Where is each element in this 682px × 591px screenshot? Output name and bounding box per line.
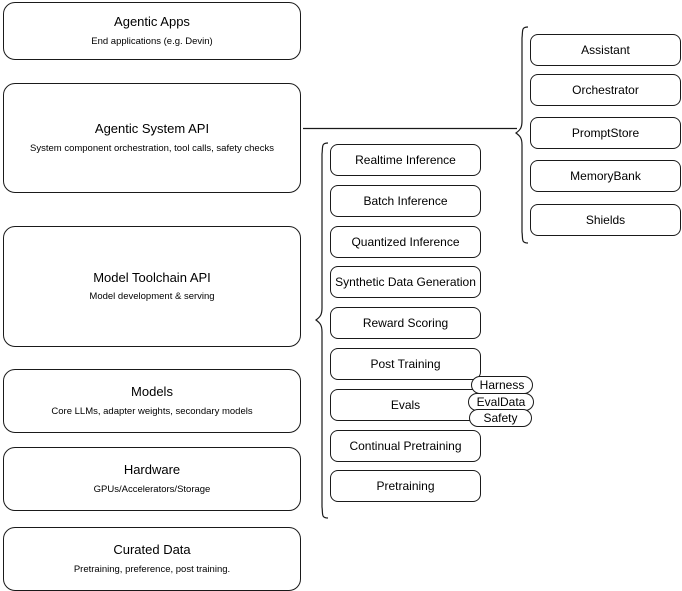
capability-label: Reward Scoring: [362, 315, 449, 330]
component-label: Shields: [585, 212, 626, 227]
layer-box-models[interactable]: Models Core LLMs, adapter weights, secon…: [3, 369, 301, 433]
capability-box-batch-inference[interactable]: Batch Inference: [330, 185, 481, 217]
component-label: MemoryBank: [570, 168, 641, 183]
layer-box-agentic-apps[interactable]: Agentic Apps End applications (e.g. Devi…: [3, 2, 301, 60]
capability-label: Batch Inference: [363, 193, 448, 208]
component-box-assistant[interactable]: Assistant: [530, 34, 681, 66]
eval-pill-label: Safety: [483, 411, 518, 425]
capability-box-pretraining[interactable]: Pretraining: [330, 470, 481, 502]
component-box-memorybank[interactable]: MemoryBank: [530, 160, 681, 192]
capability-label: Pretraining: [376, 478, 435, 493]
capability-box-realtime-inference[interactable]: Realtime Inference: [330, 144, 481, 176]
component-label: PromptStore: [571, 125, 640, 140]
eval-pill-label: EvalData: [476, 395, 526, 409]
capability-box-quantized-inference[interactable]: Quantized Inference: [330, 226, 481, 258]
capability-box-synthetic-data-generation[interactable]: Synthetic Data Generation: [330, 266, 481, 298]
component-label: Orchestrator: [572, 82, 639, 97]
layer-subtitle: Model development & serving: [89, 291, 215, 303]
layer-title: Agentic System API: [94, 121, 210, 137]
layer-box-model-toolchain-api[interactable]: Model Toolchain API Model development & …: [3, 226, 301, 347]
layer-box-hardware[interactable]: Hardware GPUs/Accelerators/Storage: [3, 447, 301, 511]
layer-title: Hardware: [123, 462, 181, 478]
capability-box-reward-scoring[interactable]: Reward Scoring: [330, 307, 481, 339]
layer-box-curated-data[interactable]: Curated Data Pretraining, preference, po…: [3, 527, 301, 591]
layer-subtitle: Pretraining, preference, post training.: [73, 563, 231, 575]
capability-label: Post Training: [370, 356, 441, 371]
capability-label: Quantized Inference: [351, 234, 460, 249]
component-box-orchestrator[interactable]: Orchestrator: [530, 74, 681, 106]
layer-subtitle: End applications (e.g. Devin): [91, 35, 213, 47]
layer-subtitle: Core LLMs, adapter weights, secondary mo…: [51, 405, 253, 417]
brace-toolchain-capabilities: [315, 142, 329, 519]
eval-pill-harness[interactable]: Harness: [471, 376, 533, 394]
component-box-shields[interactable]: Shields: [530, 204, 681, 236]
capability-label: Continual Pretraining: [349, 438, 462, 453]
layer-title: Model Toolchain API: [93, 269, 211, 285]
capability-box-continual-pretraining[interactable]: Continual Pretraining: [330, 430, 481, 462]
component-label: Assistant: [581, 42, 630, 57]
layer-title: Agentic Apps: [114, 14, 190, 30]
layer-box-agentic-system-api[interactable]: Agentic System API System component orch…: [3, 83, 301, 193]
capability-label: Realtime Inference: [355, 152, 456, 167]
capability-label: Evals: [390, 397, 421, 412]
layer-title: Curated Data: [113, 542, 191, 558]
component-box-promptstore[interactable]: PromptStore: [530, 117, 681, 149]
capability-box-post-training[interactable]: Post Training: [330, 348, 481, 380]
layer-subtitle: GPUs/Accelerators/Storage: [93, 483, 211, 495]
eval-pill-safety[interactable]: Safety: [469, 409, 532, 427]
layer-subtitle: System component orchestration, tool cal…: [30, 142, 274, 154]
layer-title: Models: [131, 384, 173, 400]
eval-pill-label: Harness: [479, 378, 525, 392]
brace-system-components: [515, 26, 529, 244]
capability-box-evals[interactable]: Evals: [330, 389, 481, 421]
capability-label: Synthetic Data Generation: [335, 274, 476, 289]
